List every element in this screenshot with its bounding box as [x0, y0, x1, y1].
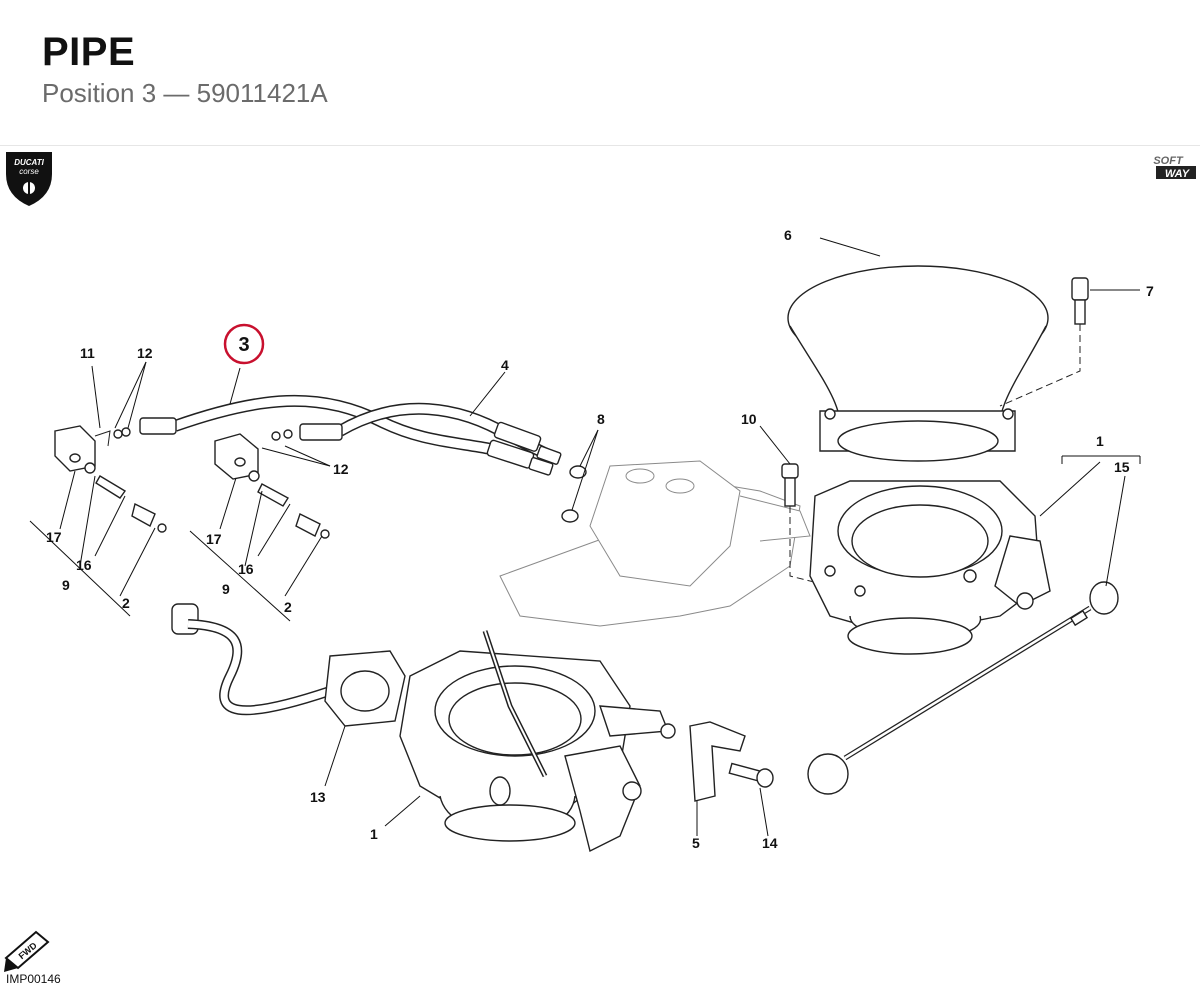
- callout-7[interactable]: 7: [1146, 283, 1154, 299]
- header-divider: [0, 145, 1200, 146]
- screw-14: [728, 762, 774, 788]
- callout-5[interactable]: 5: [692, 835, 700, 851]
- page-header: PIPE Position 3 — 59011421A: [0, 0, 1200, 146]
- group-bracket-9-middle: [189, 530, 291, 622]
- screw-7: [999, 277, 1089, 407]
- callout-8[interactable]: 8: [597, 411, 605, 427]
- page-title: PIPE: [42, 30, 136, 74]
- image-code: IMP00146: [6, 972, 61, 986]
- linkage-rod-15: [807, 581, 1119, 795]
- pipe-3: [139, 394, 554, 476]
- leader-lines: [59, 237, 1141, 837]
- callout-17-middle[interactable]: 17: [206, 531, 222, 547]
- svg-text:SOFT: SOFT: [1153, 155, 1184, 167]
- intake-tube-13: [171, 603, 406, 727]
- throttle-body-upper: [809, 480, 1051, 655]
- svg-text:corse: corse: [19, 167, 39, 176]
- callout-15[interactable]: 15: [1114, 459, 1130, 475]
- bracket-5: [689, 721, 746, 802]
- throttle-body-lower: [399, 630, 676, 853]
- callout-1-upper[interactable]: 1: [1096, 433, 1104, 449]
- callout-1-lower[interactable]: 1: [370, 826, 378, 842]
- callout-3-highlight[interactable]: 3: [238, 334, 249, 356]
- exploded-parts-diagram: DUCATI corse SOFT WAY: [4, 150, 1196, 972]
- velocity-stack-6: [787, 265, 1049, 462]
- callout-10[interactable]: 10: [741, 411, 757, 427]
- svg-text:WAY: WAY: [1165, 168, 1191, 180]
- frame-bracket-ghost: [499, 460, 811, 627]
- callout-14[interactable]: 14: [762, 835, 778, 851]
- ducati-corse-logo: DUCATI corse: [6, 152, 52, 206]
- callout-17-left[interactable]: 17: [46, 529, 62, 545]
- callout-2-middle[interactable]: 2: [284, 599, 292, 615]
- callout-9-middle[interactable]: 9: [222, 581, 230, 597]
- callout-9-left[interactable]: 9: [62, 577, 70, 593]
- middle-connector-assembly: [214, 429, 330, 539]
- washer-8-lower: [561, 509, 579, 523]
- group-bracket-9-left: [29, 520, 131, 617]
- callout-6[interactable]: 6: [784, 227, 792, 243]
- left-connector-assembly: [54, 425, 167, 533]
- callout-11[interactable]: 11: [80, 345, 95, 361]
- callout-13[interactable]: 13: [310, 789, 326, 805]
- screw-10: [781, 463, 831, 587]
- svg-text:DUCATI: DUCATI: [14, 158, 44, 167]
- highlight-circle: [223, 323, 265, 365]
- callout-16-middle[interactable]: 16: [238, 561, 254, 577]
- callout-12-left[interactable]: 12: [137, 345, 153, 361]
- soft-way-logo: SOFT WAY: [1142, 150, 1196, 180]
- callout-16-left[interactable]: 16: [76, 557, 92, 573]
- callout-2-left[interactable]: 2: [122, 595, 130, 611]
- pipe-4: [299, 402, 562, 465]
- callout-12-middle[interactable]: 12: [333, 461, 349, 477]
- fwd-orientation-mark: FWD: [4, 930, 50, 972]
- washer-8-upper: [569, 465, 587, 479]
- callout-4[interactable]: 4: [501, 357, 509, 373]
- page-subtitle: Position 3 — 59011421A: [42, 78, 328, 108]
- callout-labels: 1 1 2 2 4 5 6 7 8 9 9 10 11 12 12 13 14 …: [46, 227, 1154, 851]
